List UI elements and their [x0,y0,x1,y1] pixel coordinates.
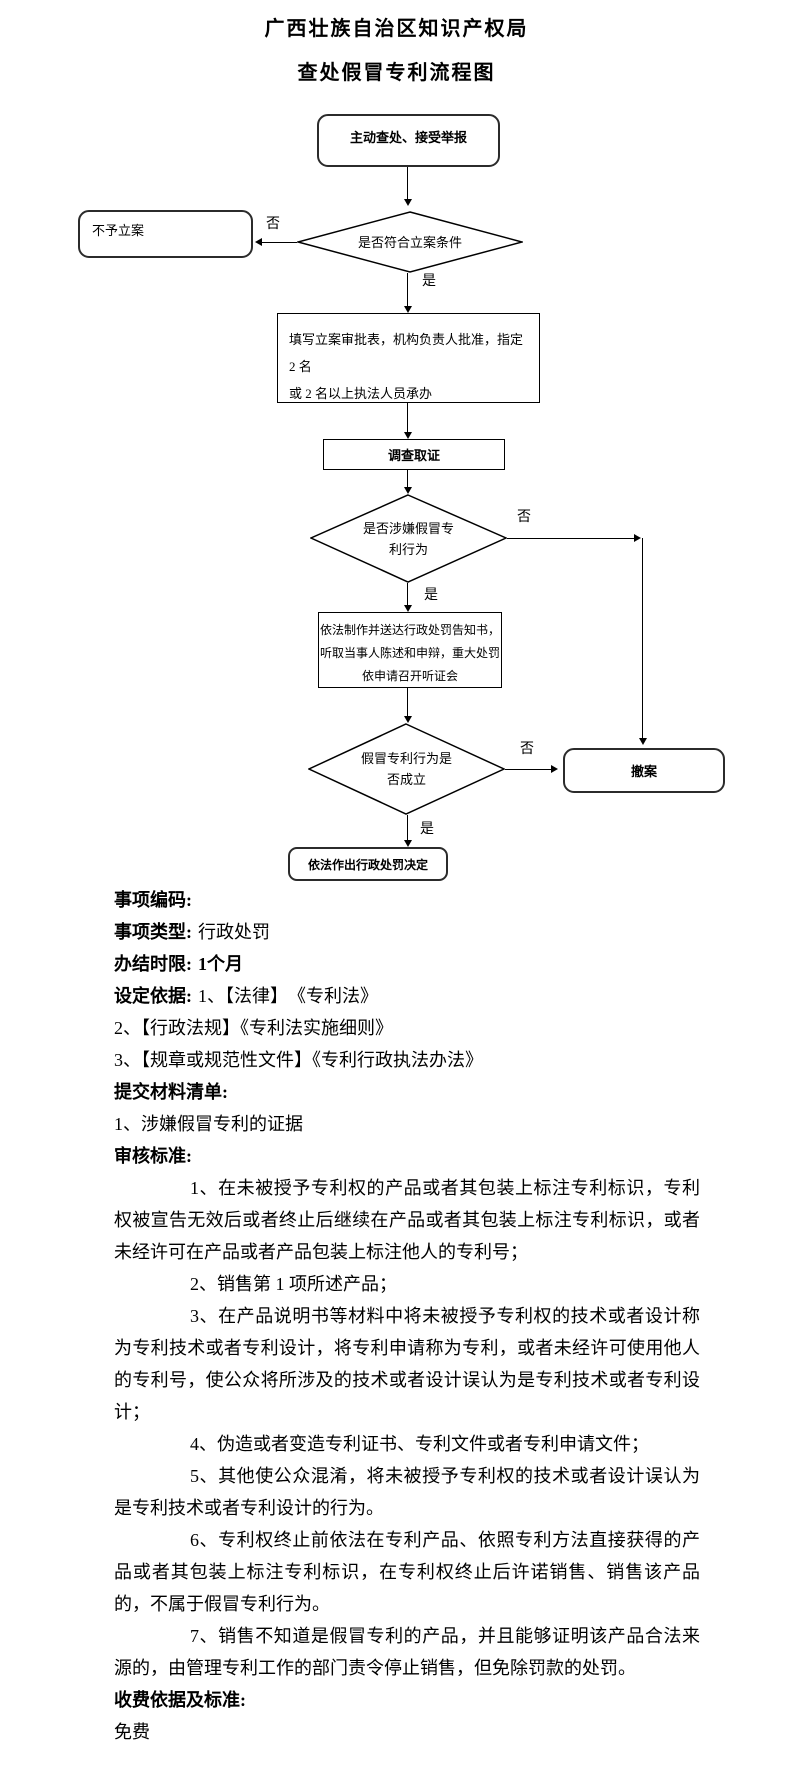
flow-nocase-label: 不予立案 [92,223,145,238]
arrowhead [404,605,412,612]
connector [407,470,408,487]
flow-register-line1: 填写立案审批表，机构负责人批准，指定 2 名 [289,332,524,374]
details-section: 事项编码: 事项类型: 行政处罚 办结时限: 1个月 设定依据: 1、【法律】 《专利… [114,884,700,1748]
diamond-shape [310,494,507,583]
item-code-label: 事项编码: [114,890,192,910]
item-type-row: 事项类型: 行政处罚 [114,916,700,948]
flow-final-label: 依法作出行政处罚决定 [307,857,428,872]
branch-no-label: 否 [517,510,531,525]
connector [507,538,635,539]
materials-label: 提交材料清单: [114,1082,228,1102]
review-item: 5、其他使公众混淆，将未被授予专利权的技术或者设计误认为是专利技术或者专利设计的… [114,1466,700,1518]
review-item: 1、在未被授予专利权的产品或者其包装上标注专利标识，专利权被宣告无效后或者终止后… [114,1178,700,1262]
flow-register-line2: 或 2 名以上执法人员承办 [289,386,433,401]
legal-basis-row: 设定依据: 1、【法律】 《专利法》 [114,980,700,1012]
connector [407,688,408,716]
branch-yes-label: 是 [420,822,434,837]
page-subtitle: 查处假冒专利流程图 [297,62,496,84]
flow-final-box: 依法作出行政处罚决定 [288,847,448,881]
flow-notice-line3: 依申请召开听证会 [361,669,458,683]
legal-basis-item: 3、【规章或规范性文件】《专利行政执法办法》 [114,1050,483,1070]
arrowhead [404,306,412,313]
branch-no-label: 否 [520,742,534,757]
deadline-row: 办结时限: 1个月 [114,948,700,980]
item-type-label: 事项类型: [114,922,192,942]
flow-withdraw-label: 撤案 [630,764,657,779]
connector [407,273,408,306]
legal-basis-item: 2、【行政法规】《专利法实施细则》 [114,1018,393,1038]
flow-notice-line1: 依法制作并送达行政处罚告知书， [319,623,500,637]
materials-item: 1、涉嫌假冒专利的证据 [114,1114,303,1134]
flow-investigate-box: 调查取证 [323,439,505,470]
arrowhead [404,716,412,723]
review-item: 2、销售第 1 项所述产品； [190,1274,397,1294]
flow-withdraw-box: 撤案 [563,748,725,793]
branch-no-label: 否 [266,217,280,232]
page-title: 广西壮族自治区知识产权局 [264,18,529,40]
review-item: 7、销售不知道是假冒专利的产品，并且能够证明该产品合法来源的，由管理专利工作的部… [114,1626,700,1678]
arrowhead [639,738,647,745]
flow-decision3-label: 假冒专利行为是 否成立 [360,751,452,787]
flow-register-box: 填写立案审批表，机构负责人批准，指定 2 名 或 2 名以上执法人员承办 [277,313,540,403]
arrowhead [255,238,262,246]
connector [407,167,408,200]
arrowhead [404,432,412,439]
item-type-value: 行政处罚 [198,922,270,942]
branch-yes-label: 是 [424,588,438,603]
flow-investigate-label: 调查取证 [387,448,440,463]
diamond-shape [308,723,505,815]
review-label: 审核标准: [114,1146,192,1166]
flow-notice-line2: 听取当事人陈述和申辩，重大处罚 [319,646,500,660]
review-item: 4、伪造或者变造专利证书、专利文件或者专利申请文件； [190,1434,649,1454]
item-code-row: 事项编码: [114,884,700,916]
connector [642,538,643,738]
arrowhead [404,840,412,847]
legal-basis-label: 设定依据: [114,986,192,1006]
arrowhead [551,765,558,773]
flow-decision2-diamond: 是否涉嫌假冒专 利行为 [310,494,507,583]
deadline-label: 办结时限: [114,954,192,974]
flow-start-box: 主动查处、接受举报 [317,114,500,167]
fee-label: 收费依据及标准: [114,1690,246,1710]
review-item: 3、在产品说明书等材料中将未被授予专利权的技术或者设计称为专利技术或者专利设计，… [114,1306,700,1422]
arrowhead [404,199,412,206]
branch-yes-label: 是 [422,274,436,289]
arrowhead [634,534,641,542]
flow-notice-box: 依法制作并送达行政处罚告知书， 听取当事人陈述和申辩，重大处罚 依申请召开听证会 [318,612,502,688]
diamond-shape [297,211,523,273]
connector [505,769,551,770]
fee-value: 免费 [114,1722,150,1742]
connector [407,583,408,605]
connector [407,403,408,432]
connector [407,815,408,840]
arrowhead [404,487,412,494]
flow-start-label: 主动查处、接受举报 [349,130,467,145]
review-item: 6、专利权终止前依法在专利产品、依照专利方法直接获得的产品或者其包装上标注专利标… [114,1530,700,1614]
legal-basis-item: 1、【法律】 《专利法》 [198,986,378,1006]
flow-decision3-diamond: 假冒专利行为是 否成立 [308,723,505,815]
connector [262,242,297,243]
flow-decision1-diamond: 是否符合立案条件 [297,211,523,273]
flow-decision1-label: 是否符合立案条件 [357,234,462,250]
deadline-value: 1个月 [198,954,243,974]
flow-nocase-box: 不予立案 [78,210,253,258]
flow-decision2-label: 是否涉嫌假冒专 利行为 [362,520,454,557]
